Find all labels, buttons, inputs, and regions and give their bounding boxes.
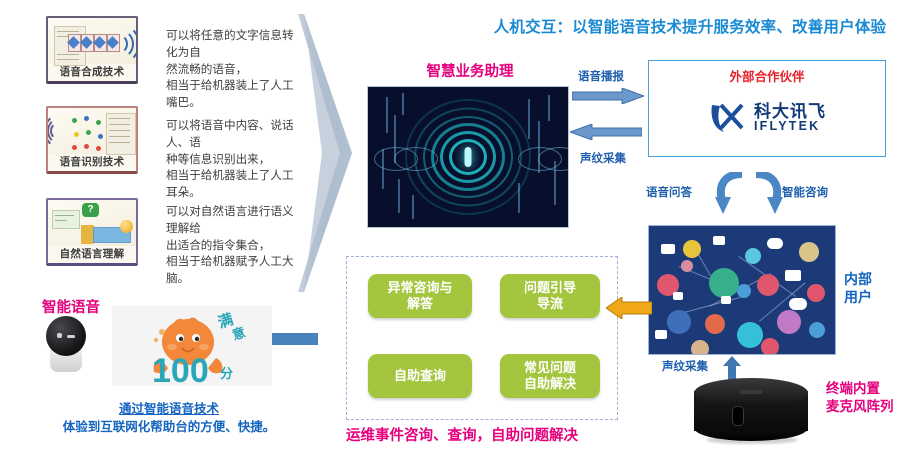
voiceprint-capture-bottom-label: 声纹采集: [662, 361, 708, 373]
circular-flow-arrows-icon: [715, 172, 783, 214]
voiceprint-up-arrow-icon: [723, 356, 741, 380]
svg-text:分: 分: [220, 366, 233, 381]
tech-card-2-description: 可以将语音中内容、说话人、语 种等信息识别出来， 相当于给机器装上了人工耳朵。: [166, 119, 294, 200]
voice-qa-label: 语音问答: [646, 187, 692, 199]
internal-users-label: 内部 用户: [844, 271, 872, 306]
service-box-label: 导流: [536, 296, 563, 311]
service-box-exception-consulting[interactable]: 异常咨询与 解答: [368, 274, 472, 318]
iflytek-mark-icon: [711, 103, 744, 132]
tech-card-caption: 自然语言理解: [48, 246, 136, 263]
tech-card-speech-recognition: 语音识别技术: [46, 106, 138, 174]
page-title: 人机交互：以智能语音技术提升服务效率、改善用户体验: [493, 19, 887, 36]
svg-text:100: 100: [152, 352, 209, 386]
grey-chevron-arrow-icon: [298, 14, 352, 292]
iflytek-logo-en: IFLYTEK: [754, 119, 821, 134]
assistant-screen: [367, 86, 569, 228]
tech-card-1-description: 可以将任意的文字信息转化为自 然流畅的语音， 相当于给机器装上了人工嘴巴。: [166, 29, 294, 110]
speech-recognition-icon: [48, 108, 136, 155]
svg-text:满: 满: [216, 310, 236, 332]
voice-broadcast-label: 语音播报: [578, 71, 624, 83]
mascot-100-image: 满 意 100 分: [112, 306, 272, 386]
smart-voice-caption: 通过智能语音技术 体验到互联网化帮助台的方便、快捷。: [62, 402, 276, 435]
speech-synthesis-icon: [48, 18, 136, 66]
internal-users-image: [648, 225, 836, 355]
service-box-label: 自助解决: [523, 376, 576, 391]
tech-card-caption: 语音合成技术: [48, 64, 136, 81]
smart-consult-label: 智能咨询: [782, 187, 828, 199]
orange-left-arrow-icon: [606, 297, 652, 319]
service-box-issue-routing[interactable]: 问题引导 导流: [500, 274, 600, 318]
iflytek-logo: 科大讯飞 IFLYTEK: [648, 96, 886, 140]
terminal-mic-array-label: 终端内置 麦克风阵列: [826, 381, 894, 414]
services-caption: 运维事件咨询、查询，自助问题解决: [346, 428, 578, 444]
tech-card-3-description: 可以对自然语言进行语义理解给 出适合的指令集合， 相当于给机器赋予人工大脑。: [166, 205, 294, 286]
service-box-self-query[interactable]: 自助查询: [368, 354, 472, 398]
terminal-speaker-device: [690, 378, 812, 444]
service-box-label: 自助查询: [393, 367, 446, 383]
external-partner-title: 外部合作伙伴: [729, 70, 805, 84]
smart-voice-title: 智能语音: [42, 300, 100, 316]
tech-card-caption: 语音识别技术: [48, 154, 136, 171]
voice-broadcast-arrow-icon: [572, 88, 644, 104]
smart-speaker-robot-icon: [44, 316, 88, 374]
tech-card-nlu: ? 自然语言理解: [46, 198, 138, 266]
voiceprint-capture-arrow-icon: [570, 124, 642, 140]
external-partner-box: [648, 60, 886, 157]
service-box-label: 常见问题: [523, 359, 576, 375]
assistant-title: 智慧业务助理: [426, 64, 514, 80]
svg-text:意: 意: [230, 325, 247, 343]
service-box-faq-self-service[interactable]: 常见问题 自助解决: [500, 354, 600, 398]
nlu-icon: ?: [48, 200, 136, 246]
voiceprint-capture-label: 声纹采集: [580, 153, 626, 165]
service-box-label: 解答: [406, 296, 433, 311]
service-box-label: 问题引导: [523, 279, 576, 295]
iflytek-logo-cn: 科大讯飞: [754, 102, 826, 122]
question-bubble-icon: [82, 203, 99, 217]
service-box-label: 异常咨询与: [387, 279, 453, 295]
tech-card-speech-synthesis: 语音合成技术: [46, 16, 138, 84]
